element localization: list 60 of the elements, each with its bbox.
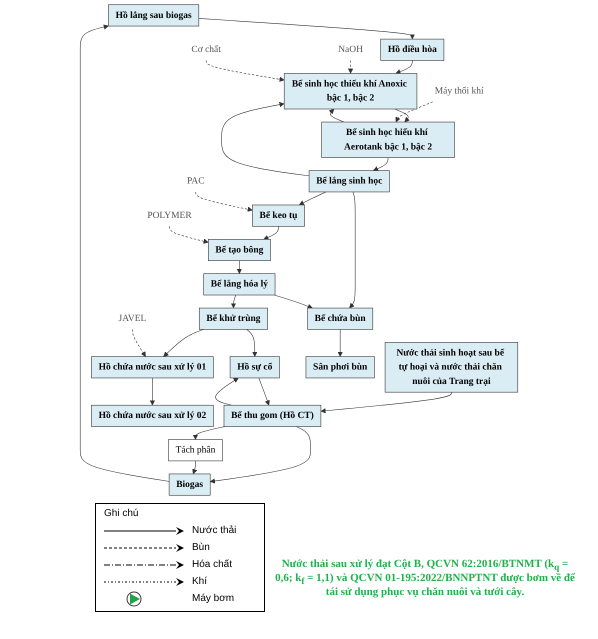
arrow bbox=[274, 294, 313, 309]
node-text: NaOH bbox=[338, 44, 363, 54]
node-box: Biogas bbox=[168, 474, 210, 496]
node-box: Hồ lắng sau biogas bbox=[108, 4, 200, 26]
arrow bbox=[196, 192, 253, 212]
node-text: PAC bbox=[187, 176, 205, 186]
node-box: Hồ chứa nước sau xử lý 01 bbox=[91, 356, 214, 378]
legend-text: Máy bơm bbox=[192, 593, 234, 604]
arrow bbox=[236, 260, 242, 274]
legend-heading: Ghi chú bbox=[104, 508, 140, 519]
legend-text: Nước thải bbox=[192, 525, 236, 536]
node-box: Hồ điều hòa bbox=[380, 38, 444, 61]
node-box: Hồ sự cố bbox=[230, 356, 280, 378]
node-box: Bể keo tụ bbox=[252, 204, 305, 227]
arrow bbox=[198, 18, 415, 40]
node-text: Máy thổi khí bbox=[434, 86, 484, 96]
arrow bbox=[373, 157, 388, 172]
node-text: Cơ chất bbox=[191, 44, 221, 54]
node-box: Bể lắng sinh học bbox=[308, 170, 390, 192]
node-box: Bể sinh học hiếu khí Aerotank bậc 1, bậc 2 bbox=[321, 122, 455, 158]
node-box: Bể thu gom (Hồ CT) bbox=[224, 404, 322, 427]
legend-text: Bùn bbox=[192, 542, 210, 553]
arrow bbox=[263, 226, 279, 240]
arrow bbox=[246, 329, 258, 357]
caption: Nước thải sau xử lý đạt Cột B, QCVN 62:2016/BTNMT (k$_{q}$ = 0,6; k$_{f}$ = 1,1) và QCVN 01-195:2022/BNNPTNT được bơm về để tái sử dụng phục vụ chăn nuôi và tưới cây. bbox=[275, 558, 575, 598]
node-box: Hồ chứa nước sau xử lý 02 bbox=[91, 404, 214, 427]
arrow bbox=[215, 378, 239, 406]
node-text: POLYMER bbox=[147, 210, 192, 220]
node-box: Bể tạo bông bbox=[208, 239, 271, 261]
arrow bbox=[150, 378, 155, 406]
node-box: Nước thải sinh hoạt sau bể tự hoại và nước thải chăn nuôi của Trang trại bbox=[384, 342, 518, 392]
arrow bbox=[328, 108, 344, 122]
node-text: JAVEL bbox=[118, 313, 146, 324]
legend-text: Khí bbox=[192, 576, 208, 587]
arrow bbox=[132, 329, 146, 357]
arrow bbox=[192, 426, 225, 440]
arrow bbox=[349, 192, 356, 308]
arrow bbox=[320, 392, 452, 414]
node-box: Bể chứa bùn bbox=[307, 308, 374, 330]
arrow bbox=[163, 329, 204, 357]
arrow bbox=[394, 108, 410, 122]
arrow bbox=[80, 24, 170, 482]
node-box: Bể lắng hóa lý bbox=[203, 273, 276, 296]
node-box: Bể khử trùng bbox=[198, 308, 268, 330]
arrow bbox=[298, 192, 326, 206]
arrow bbox=[230, 294, 236, 308]
node-box: Tách phân bbox=[168, 439, 223, 462]
arrow bbox=[206, 60, 284, 82]
arrow bbox=[221, 102, 310, 176]
arrow bbox=[348, 60, 354, 74]
arrow bbox=[169, 226, 209, 244]
arrow bbox=[210, 426, 311, 484]
arrow bbox=[396, 102, 434, 122]
arrow bbox=[258, 378, 270, 406]
arrow bbox=[338, 329, 343, 357]
arrow bbox=[396, 60, 413, 74]
node-box: Sân phơi bùn bbox=[306, 356, 375, 378]
arrow bbox=[192, 460, 198, 474]
node-box: Bể sinh học thiếu khí Anoxic bậc 1, bậc 2 bbox=[284, 73, 418, 110]
legend-text: Hóa chất bbox=[192, 559, 232, 570]
